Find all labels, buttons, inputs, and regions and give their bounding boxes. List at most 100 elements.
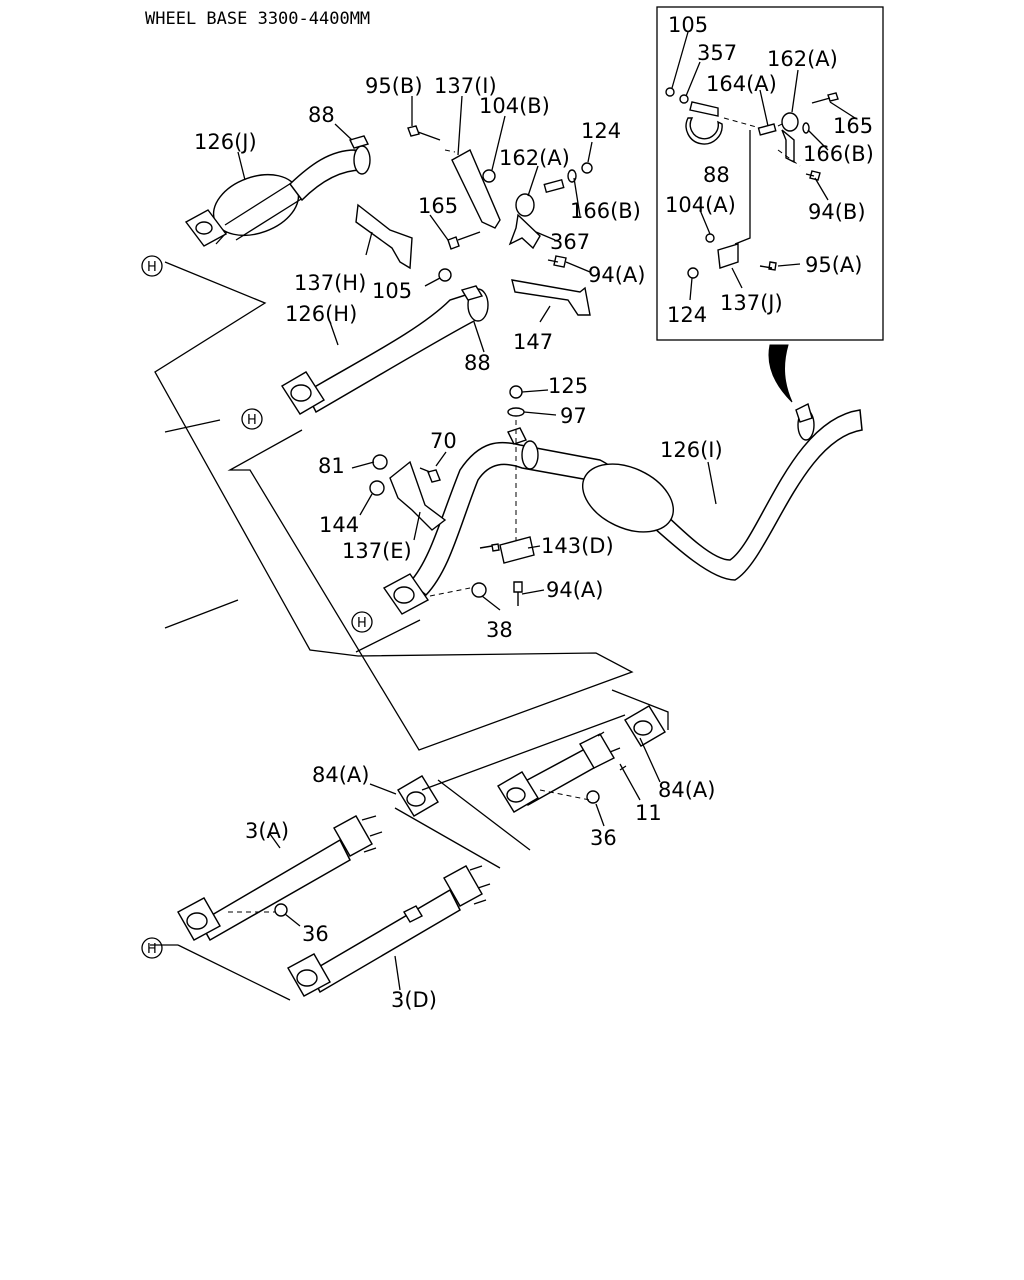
label-144: 144 [319, 513, 359, 537]
label-124: 124 [581, 119, 621, 143]
bolt-70 [419, 467, 441, 483]
label-125: 125 [548, 374, 588, 398]
inset-label-357: 357 [697, 41, 737, 65]
flange-3a-right [333, 815, 373, 857]
inset-label-104a: 104(A) [665, 193, 736, 217]
clamp-88-middle [460, 285, 484, 301]
inset-nut-357 [679, 94, 689, 104]
label-3a: 3(A) [245, 819, 289, 843]
label-84a-left: 84(A) [312, 763, 369, 787]
label-137e: 137(E) [342, 539, 412, 563]
detail-inset: 105 357 162(A) 164(A) 165 88 166(B) 94(B… [656, 6, 884, 341]
inset-label-88: 88 [703, 163, 730, 187]
bolt-94a-lower [513, 581, 523, 606]
bracket-137h [355, 203, 413, 270]
label-126h: 126(H) [285, 302, 357, 326]
inset-dash [723, 117, 761, 129]
washer-97 [507, 407, 525, 417]
svg-text:H: H [247, 413, 257, 428]
label-36-left: 36 [302, 922, 329, 946]
pipe-3d [309, 888, 461, 994]
h-markers: H H H H [141, 255, 373, 959]
rubber-162a [515, 193, 535, 217]
nut-38 [471, 582, 487, 598]
label-70: 70 [430, 429, 457, 453]
label-126i: 126(I) [660, 438, 723, 462]
muffler-126i [581, 463, 675, 533]
inset-clamp-88 [685, 117, 723, 145]
inset-label-94b: 94(B) [808, 200, 866, 224]
pipe-3a [198, 838, 351, 942]
label-11: 11 [635, 801, 662, 825]
label-94a-lower: 94(A) [546, 578, 603, 602]
label-137i: 137(I) [434, 74, 497, 98]
leader-lines [237, 95, 717, 991]
nut-125 [509, 385, 523, 399]
h-marker-4 [141, 937, 163, 959]
label-84a-right: 84(A) [658, 778, 715, 802]
connection-outline [154, 261, 634, 751]
label-165: 165 [418, 194, 458, 218]
inset-label-95a: 95(A) [805, 253, 862, 277]
pipe-end-126j [353, 145, 371, 175]
inset-clamp-bracket [689, 101, 719, 117]
inset-leader [734, 130, 751, 245]
label-94a-upper: 94(A) [588, 263, 645, 287]
inset-bolt-165 [811, 92, 839, 104]
bracket-367 [508, 213, 541, 250]
flange-3d-right [443, 865, 483, 907]
inset-pointer-arrow [768, 344, 793, 403]
flange-pipe-11-right [579, 733, 615, 769]
bracket-147 [511, 279, 591, 316]
inset-nut-104a [705, 233, 715, 243]
inset-washer-166b [802, 122, 810, 134]
svg-text:H: H [147, 260, 157, 275]
bracket-137i-group [407, 125, 593, 282]
inset-label-162a: 162(A) [767, 47, 838, 71]
label-88-middle: 88 [464, 351, 491, 375]
inset-label-165: 165 [833, 114, 873, 138]
label-137h: 137(H) [294, 271, 366, 295]
label-105: 105 [372, 279, 412, 303]
pipe-126i [382, 385, 863, 615]
svg-text:H: H [147, 942, 157, 957]
bolt-95b [407, 125, 441, 141]
label-3d: 3(D) [391, 988, 437, 1012]
label-126j: 126(J) [194, 130, 257, 154]
inset-bracket-137j [717, 243, 739, 269]
diagram-title: WHEEL BASE 3300-4400MM [145, 9, 370, 29]
h-marker-2 [241, 408, 263, 430]
nut-124 [581, 162, 593, 174]
nut-36-left [274, 903, 288, 917]
inset-label-166b: 166(B) [803, 142, 874, 166]
lower-pipe-group [150, 689, 669, 1001]
inset-frame [656, 6, 884, 341]
inset-label-164a: 164(A) [706, 72, 777, 96]
bracket-137e [389, 460, 447, 531]
pipe-126j [184, 135, 371, 247]
inset-nut-105 [665, 87, 675, 97]
mount-143d [499, 536, 535, 564]
nut-144 [369, 480, 385, 496]
nut-81 [372, 454, 388, 470]
inset-bolt-94b [805, 170, 821, 181]
label-147: 147 [513, 330, 553, 354]
inset-pin-164a [757, 123, 777, 136]
inset-bracket [781, 129, 795, 164]
inset-label-137j: 137(J) [720, 291, 783, 315]
bolt-165 [447, 231, 481, 250]
label-36-right: 36 [590, 826, 617, 850]
label-162a: 162(A) [499, 146, 570, 170]
bracket-137i [451, 149, 501, 229]
label-95b: 95(B) [365, 74, 423, 98]
label-38: 38 [486, 618, 513, 642]
h-marker-3 [351, 611, 373, 633]
label-104b: 104(B) [479, 94, 550, 118]
inset-label-105: 105 [668, 13, 708, 37]
nut-104b [482, 169, 496, 183]
pipe-126h [281, 285, 489, 415]
label-97: 97 [560, 404, 587, 428]
h-marker-1 [141, 255, 163, 277]
